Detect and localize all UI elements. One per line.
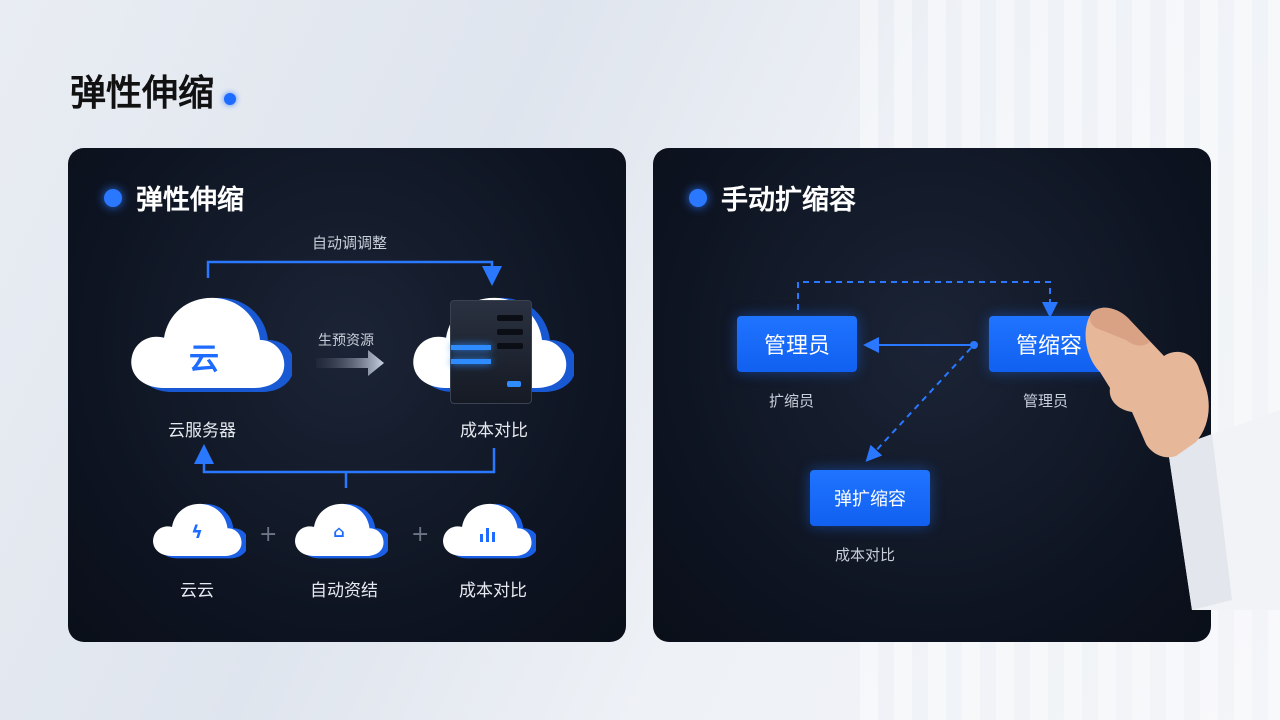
admin-box-text: 管理员 — [763, 334, 830, 359]
elastic-scale-box-caption: 成本对比 — [835, 546, 896, 564]
cloud-sync-icon: ⌂ — [333, 522, 345, 541]
bottom-cloud-chart — [440, 498, 536, 562]
cloud-icon — [131, 297, 292, 392]
bottom-label-2: 自动资结 — [310, 581, 378, 601]
admin-box-caption: 扩缩员 — [769, 392, 815, 410]
cost-compare-label: 成本对比 — [460, 421, 528, 441]
bottom-cloud-lightning: ϟ — [150, 498, 246, 562]
bottom-label-3: 成本对比 — [459, 581, 527, 601]
pointing-hand-icon — [1085, 307, 1280, 610]
bar-chart-icon — [478, 526, 498, 542]
admin-box[interactable]: 管理员 — [737, 316, 857, 372]
right-flow-lines — [797, 281, 1058, 462]
auto-adjust-label: 自动调调整 — [312, 234, 388, 252]
cloud-server-label: 云服务器 — [168, 421, 236, 441]
left-panel-title: 弹性伸缩 — [136, 185, 244, 216]
left-panel-header: 弹性伸缩 — [104, 178, 244, 217]
server-tower-icon — [450, 300, 532, 404]
bottom-label-1: 云云 — [180, 581, 214, 601]
cloud-glyph-text: 云 — [189, 342, 219, 377]
cloud-server-node: 云 — [126, 288, 292, 398]
lightning-icon: ϟ — [191, 522, 203, 543]
scale-in-box-text: 管缩容 — [1015, 334, 1082, 359]
plus-sign: + — [259, 522, 278, 547]
resource-arrow-label: 生预资源 — [318, 333, 374, 349]
elastic-scaling-panel: 弹性伸缩 自动调调整 生预资源 云 — [68, 148, 626, 642]
bullet-dot-icon — [689, 188, 707, 207]
right-panel-header: 手动扩缩容 — [689, 178, 856, 217]
page-title: 弹性伸缩 — [70, 64, 237, 116]
scale-in-box-caption: 管理员 — [1023, 392, 1069, 410]
page-title-text: 弹性伸缩 — [70, 73, 215, 114]
elastic-scale-box-text: 弹扩缩容 — [834, 489, 906, 510]
elastic-scale-box[interactable]: 弹扩缩容 — [810, 470, 930, 526]
left-flow-lines — [194, 260, 502, 488]
bullet-dot-icon — [104, 188, 122, 207]
right-panel-title: 手动扩缩容 — [721, 185, 856, 216]
title-dot-icon — [224, 93, 237, 105]
bottom-cloud-sync: ⌂ — [292, 498, 388, 562]
plus-sign: + — [411, 522, 430, 547]
